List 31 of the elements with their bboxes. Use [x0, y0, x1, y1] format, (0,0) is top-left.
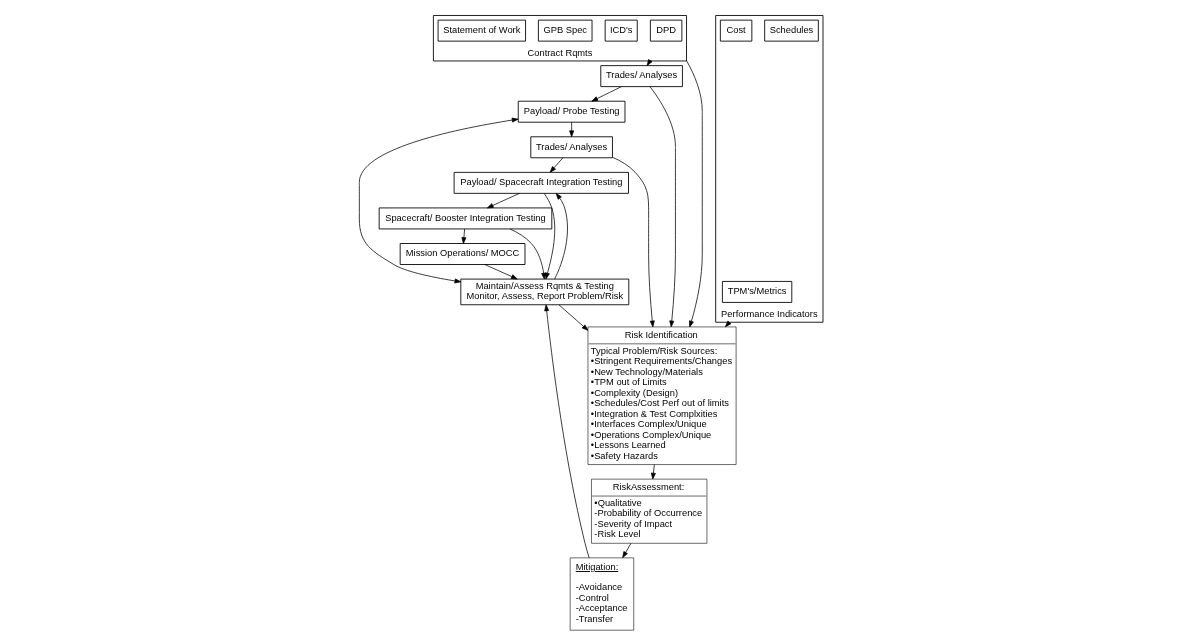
- node-box: Mission Operations/ MOCC: [399, 243, 525, 265]
- node-box: ICD's: [604, 19, 638, 42]
- arrow: [543, 304, 589, 559]
- arrow: [543, 193, 555, 280]
- arrow: [553, 193, 568, 280]
- node-box: Payload/ Probe Testing: [517, 100, 625, 123]
- node-box: TPM's/Metrics: [721, 281, 792, 303]
- arrow: [685, 60, 703, 328]
- node-box: Cost: [719, 19, 752, 42]
- arrow: [650, 464, 656, 480]
- arrow: [549, 157, 563, 173]
- node-box: Schedules: [763, 19, 819, 42]
- arrow: [486, 193, 520, 209]
- arrow: [483, 264, 518, 280]
- node-box: DPD: [649, 19, 682, 42]
- arrow: [590, 86, 622, 102]
- arrow: [649, 86, 676, 328]
- node-box: Payload/ Spacecraft Integration Testing: [453, 171, 629, 194]
- node-box: Trades/ Analyses: [599, 65, 683, 88]
- node-box: Statement of Work: [437, 19, 526, 42]
- arrow: [358, 117, 518, 284]
- arrow: [461, 228, 466, 244]
- arrow: [558, 304, 588, 331]
- node-box: GPB Spec: [537, 19, 592, 42]
- arrow: [621, 543, 631, 558]
- node-box: Maintain/Assess Rqmts & Testing Monitor, Assess, Report Problem/Risk: [459, 278, 629, 306]
- node-box: Spacecraft/ Booster Integration Testing: [378, 207, 552, 230]
- arrow: [568, 121, 574, 138]
- arrow: [611, 156, 655, 328]
- node-box: Mitigation: -Avoidance -Control -Acceptance -Transfer: [569, 557, 634, 631]
- node-box: Trades/ Analyses: [529, 136, 613, 159]
